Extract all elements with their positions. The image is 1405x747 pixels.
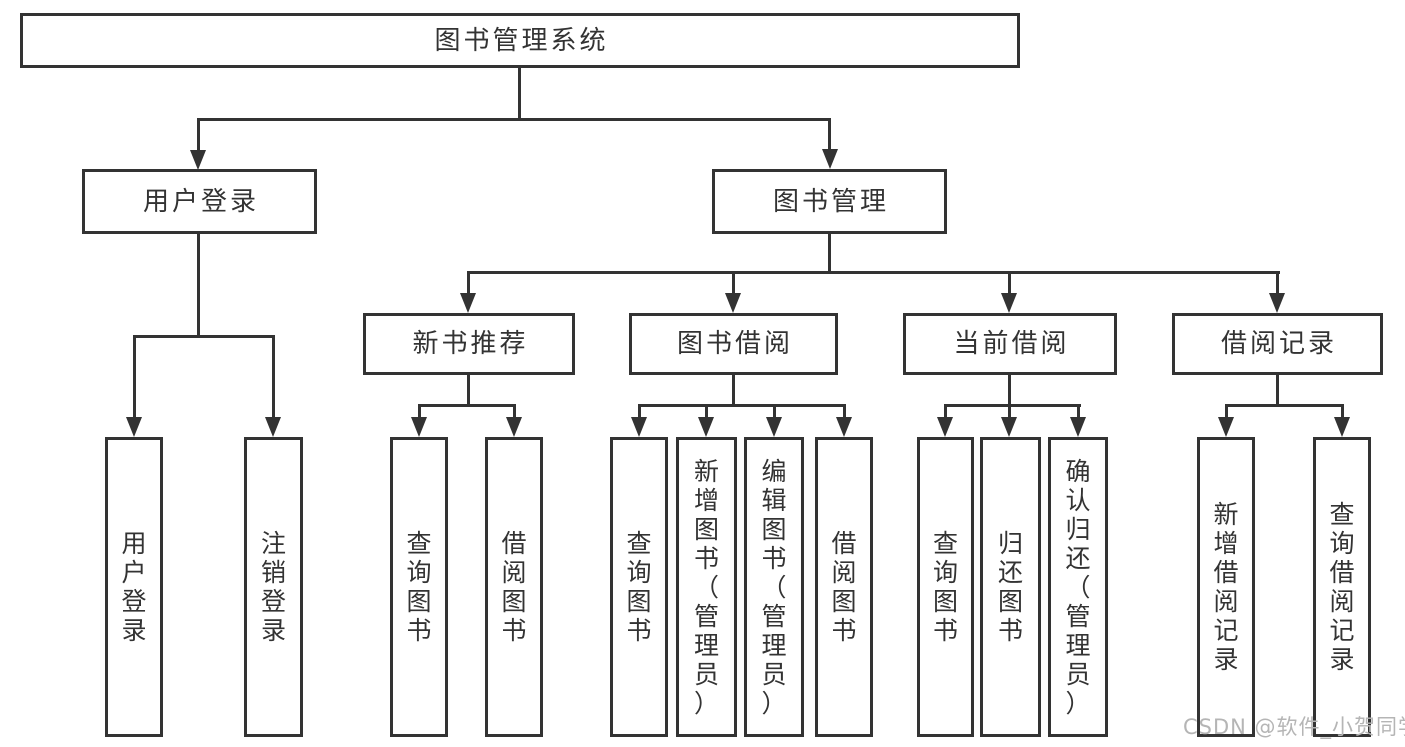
- node-borrow-records-label: 借阅记录: [1220, 329, 1337, 359]
- connector-drop-book-management: [828, 118, 831, 151]
- node-user-login-label: 用户登录: [142, 186, 259, 217]
- node-user-login: 用户登录: [82, 169, 317, 234]
- node-leaf-borrow-edit-label: 编辑图书（管理员）: [761, 456, 787, 718]
- arrowhead-new-book-borrow-icon: [506, 417, 522, 437]
- arrowhead-borrow-add-icon: [698, 417, 714, 437]
- connector-root-stem: [518, 67, 521, 120]
- node-root-label: 图书管理系统: [434, 25, 609, 56]
- arrowhead-new-book-query-icon: [411, 417, 427, 437]
- connector-user-login-hbar: [133, 335, 275, 338]
- node-leaf-current-confirm-label: 确认归还（管理员）: [1065, 456, 1091, 718]
- arrowhead-records-add-icon: [1218, 417, 1234, 437]
- node-root: 图书管理系统: [20, 13, 1020, 68]
- node-leaf-records-query: 查询借阅记录: [1313, 437, 1371, 737]
- arrowhead-current-query-icon: [937, 417, 953, 437]
- connector-drop-borrow-query: [638, 404, 641, 420]
- arrowhead-records-query-icon: [1334, 417, 1350, 437]
- connector-new-book-stem: [467, 375, 470, 406]
- node-leaf-records-add-label: 新增借阅记录: [1213, 500, 1239, 674]
- connector-drop-borrow-records: [1276, 271, 1279, 296]
- connector-drop-new-book-borrow: [513, 404, 516, 420]
- node-leaf-borrow-edit: 编辑图书（管理员）: [744, 437, 804, 737]
- connector-drop-new-book-query: [418, 404, 421, 420]
- arrowhead-borrow-lend-icon: [836, 417, 852, 437]
- arrowhead-current-borrow-icon: [1001, 293, 1017, 313]
- connector-borrow-records-stem: [1276, 375, 1279, 406]
- node-leaf-current-return: 归还图书: [980, 437, 1041, 737]
- connector-drop-user-login: [197, 118, 200, 152]
- node-leaf-current-return-label: 归还图书: [997, 529, 1023, 645]
- node-leaf-logout-label: 注销登录: [260, 529, 286, 645]
- arrowhead-book-management-icon: [822, 149, 838, 169]
- node-current-borrow: 当前借阅: [903, 313, 1117, 375]
- node-book-management: 图书管理: [712, 169, 947, 234]
- connector-drop-current-confirm: [1077, 404, 1080, 420]
- node-leaf-user-login-label: 用户登录: [121, 529, 147, 645]
- connector-book-borrow-stem: [732, 375, 735, 406]
- node-book-borrow-label: 图书借阅: [676, 329, 793, 359]
- connector-drop-records-add: [1225, 404, 1228, 420]
- connector-new-book-hbar: [418, 404, 516, 407]
- arrowhead-borrow-query-icon: [631, 417, 647, 437]
- node-leaf-records-query-label: 查询借阅记录: [1329, 500, 1355, 674]
- node-leaf-new-book-query: 查询图书: [390, 437, 448, 737]
- node-leaf-borrow-query: 查询图书: [610, 437, 668, 737]
- connector-current-borrow-stem: [1008, 375, 1011, 406]
- arrowhead-current-confirm-icon: [1070, 417, 1086, 437]
- node-leaf-user-login: 用户登录: [105, 437, 163, 737]
- node-leaf-current-confirm: 确认归还（管理员）: [1048, 437, 1108, 737]
- connector-level3-hbar: [467, 271, 1280, 274]
- connector-drop-borrow-lend: [843, 404, 846, 420]
- node-book-borrow: 图书借阅: [629, 313, 838, 375]
- connector-user-login-stem: [197, 234, 200, 338]
- arrowhead-borrow-edit-icon: [766, 417, 782, 437]
- node-borrow-records: 借阅记录: [1172, 313, 1383, 375]
- node-leaf-current-query-label: 查询图书: [932, 529, 958, 645]
- connector-drop-records-query: [1341, 404, 1344, 420]
- node-leaf-borrow-add-label: 新增图书（管理员）: [693, 456, 719, 718]
- connector-drop-borrow-add: [705, 404, 708, 420]
- node-new-book-recommend-label: 新书推荐: [412, 329, 529, 359]
- csdn-watermark: CSDN @软件_小贺同学: [1183, 715, 1405, 739]
- connector-drop-login: [133, 335, 136, 420]
- node-leaf-borrow-lend: 借阅图书: [815, 437, 873, 737]
- arrowhead-login-icon: [126, 417, 142, 437]
- node-leaf-records-add: 新增借阅记录: [1197, 437, 1255, 737]
- connector-book-management-stem: [828, 234, 831, 274]
- node-leaf-borrow-lend-label: 借阅图书: [831, 529, 857, 645]
- arrowhead-book-borrow-icon: [725, 293, 741, 313]
- connector-drop-logout: [272, 335, 275, 420]
- connector-drop-book-borrow: [732, 271, 735, 296]
- node-leaf-new-book-query-label: 查询图书: [406, 529, 432, 645]
- arrowhead-logout-icon: [265, 417, 281, 437]
- node-leaf-new-book-borrow-label: 借阅图书: [501, 529, 527, 645]
- connector-book-borrow-hbar: [638, 404, 846, 407]
- node-leaf-borrow-add: 新增图书（管理员）: [676, 437, 737, 737]
- connector-drop-current-return: [1008, 404, 1011, 420]
- connector-drop-borrow-edit: [773, 404, 776, 420]
- connector-borrow-records-hbar: [1225, 404, 1344, 407]
- node-current-borrow-label: 当前借阅: [953, 329, 1070, 359]
- connector-level2-hbar: [197, 118, 831, 121]
- arrowhead-current-return-icon: [1001, 417, 1017, 437]
- node-leaf-new-book-borrow: 借阅图书: [485, 437, 543, 737]
- arrowhead-new-book-icon: [460, 293, 476, 313]
- arrowhead-borrow-records-icon: [1269, 293, 1285, 313]
- node-book-management-label: 图书管理: [772, 186, 889, 217]
- node-new-book-recommend: 新书推荐: [363, 313, 575, 375]
- arrowhead-user-login-icon: [190, 150, 206, 170]
- connector-drop-current-query: [944, 404, 947, 420]
- connector-drop-new-book: [467, 271, 470, 296]
- node-leaf-borrow-query-label: 查询图书: [626, 529, 652, 645]
- node-leaf-current-query: 查询图书: [917, 437, 974, 737]
- connector-drop-current-borrow: [1008, 271, 1011, 296]
- connector-current-borrow-hbar: [944, 404, 1081, 407]
- node-leaf-logout: 注销登录: [244, 437, 303, 737]
